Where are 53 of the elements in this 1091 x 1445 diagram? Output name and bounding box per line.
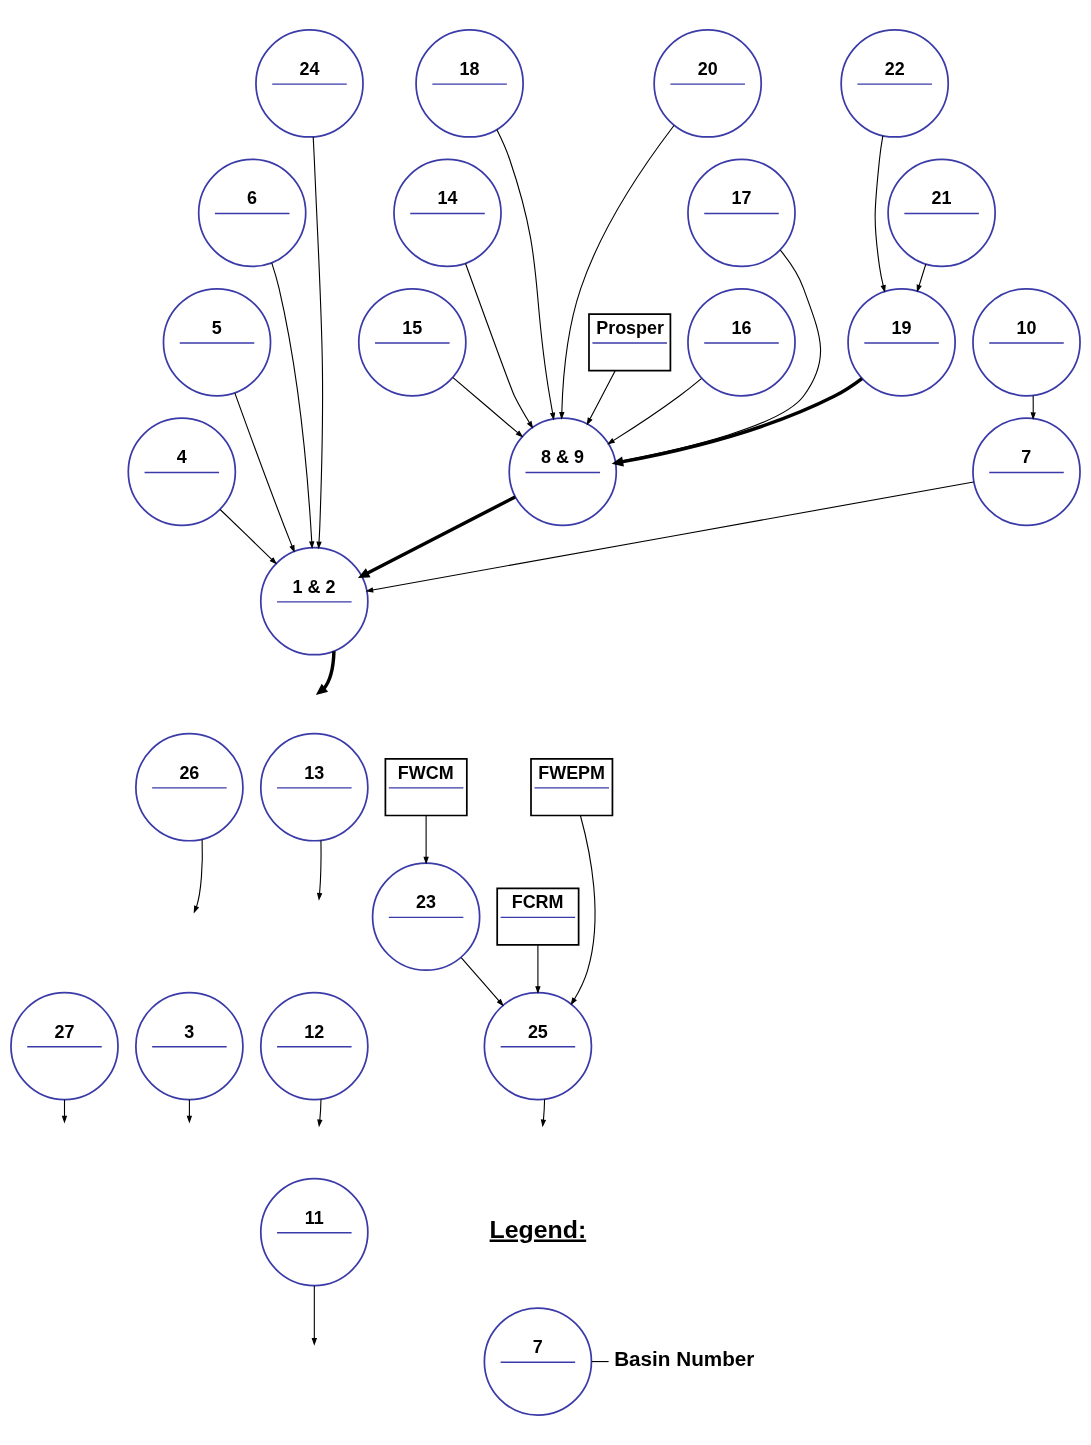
arrow [535,944,541,995]
node-circle: 20 [653,29,763,138]
arrow [540,1099,547,1128]
node-circle: 12 [259,991,369,1101]
node-circle: 27 [10,991,119,1101]
node-circle: 3 [135,991,244,1101]
node-circle: 22 [840,29,950,138]
node-circle: 15 [357,287,467,397]
node-circle: 7 [972,417,1081,527]
arrow [614,249,822,464]
arrow [607,378,702,445]
arrow [559,124,675,420]
node-circle: 19 [847,287,956,397]
arrow [874,135,886,293]
arrow [1030,395,1036,421]
arrow [423,815,429,865]
arrow [496,129,556,421]
node-circle: 6 [197,158,307,268]
node-circle: 18 [415,29,524,138]
node-circle: 14 [393,158,502,268]
node-circle: 11 [259,1177,369,1287]
arrow [570,815,596,1006]
arrow [611,377,863,467]
node-circle: 25 [483,991,593,1101]
arrow [271,262,315,550]
node-circle: 7 [483,1307,593,1416]
node-circle: 10 [972,287,1081,397]
arrow [193,838,203,914]
arrow [357,495,516,578]
node-text: Basin Number [614,1347,755,1371]
arrow [219,508,278,565]
node-circle: 23 [371,862,481,972]
node-circle: 16 [687,287,796,397]
arrow [316,840,323,901]
node-circle: 24 [255,29,364,138]
node-circle: 26 [135,732,244,842]
arrow [234,392,295,553]
arrow [312,136,324,550]
arrow [586,370,616,426]
node-circle: 5 [162,287,272,397]
node-circle: 13 [259,732,369,842]
arrow [464,262,534,429]
arrow [452,377,524,438]
arrow [916,263,927,293]
node-circle: 17 [687,158,796,268]
arrow [365,481,975,593]
arrow [315,651,336,696]
arrow [317,1099,323,1128]
arrow [311,1285,318,1346]
node-circle: 21 [887,158,996,268]
label: Legend: [489,1215,587,1243]
node-circle: 4 [127,417,237,527]
arrow [460,956,504,1007]
